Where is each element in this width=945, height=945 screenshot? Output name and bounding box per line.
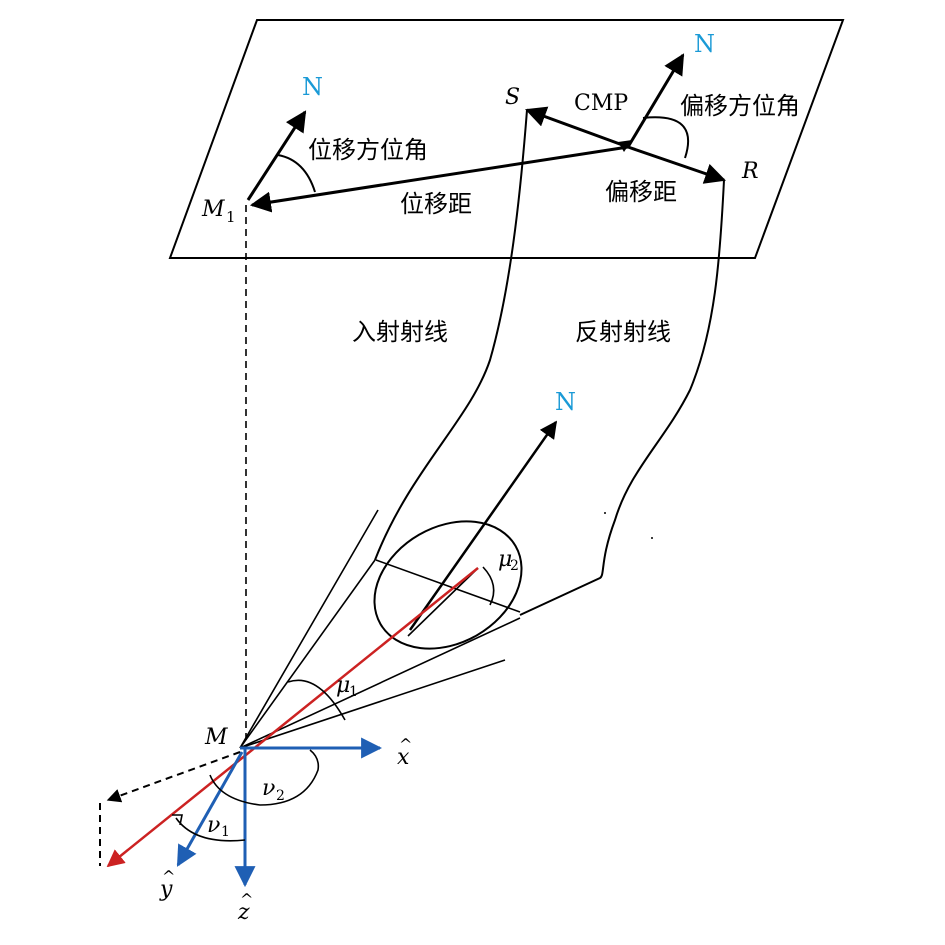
- mu2-arc: [482, 566, 495, 606]
- north-label-m1: N: [302, 73, 323, 101]
- y-hat-caret: ^: [162, 867, 175, 886]
- displacement-azimuth-arc: [277, 154, 316, 193]
- north-label-bottom: N: [555, 388, 576, 416]
- source-label: S: [505, 85, 520, 110]
- displacement-azimuth-label: 位移方位角: [308, 136, 428, 164]
- nu2-subscript: 2: [276, 788, 285, 804]
- incident-ray-curve: [374, 109, 528, 561]
- nu1-subscript: 1: [221, 824, 230, 840]
- reflected-ray-label: 反射射线: [575, 318, 671, 346]
- incident-ray-label: 入射射线: [352, 318, 448, 346]
- cone-line-3: [239, 659, 506, 749]
- nu1-label: ν: [207, 813, 220, 838]
- mu2-subscript: 2: [510, 558, 519, 574]
- mu1-subscript: 1: [349, 684, 358, 700]
- displacement-distance-label: 位移距: [400, 190, 472, 218]
- y-axis: [176, 751, 244, 867]
- m1-label: M: [201, 197, 225, 222]
- cmp-north-arrow: [626, 53, 685, 148]
- mu1-arc: [287, 679, 346, 721]
- cone-normal-arrow: [408, 420, 558, 631]
- x-hat-label: x: [397, 745, 410, 770]
- nu2-label: ν: [262, 776, 275, 801]
- cone-line-2: [239, 559, 376, 749]
- receiver-label: R: [741, 159, 759, 184]
- cmp-label: CMP: [574, 91, 628, 116]
- mu1-label: μ: [336, 673, 350, 698]
- m-label: M: [204, 725, 228, 750]
- offset-arrow-to-s: [525, 106, 629, 149]
- m1-north-arrow: [246, 110, 307, 201]
- cone-base-ellipse: [373, 520, 523, 650]
- cone-base-chord-2: [407, 567, 479, 637]
- cone-base-chord-1: [375, 559, 521, 613]
- offset-azimuth-arc: [642, 116, 690, 159]
- x-hat-caret: ^: [399, 735, 412, 754]
- reflected-ray-curve: [519, 179, 725, 616]
- z-hat-label: z: [237, 900, 250, 925]
- nu2-arc: [209, 749, 320, 806]
- red-ray: [106, 567, 479, 868]
- m1-subscript: 1: [226, 208, 236, 226]
- north-label-cmp: N: [694, 30, 715, 58]
- nu1-arc-tick: [172, 814, 183, 826]
- offset-azimuth-label: 偏移方位角: [680, 92, 800, 120]
- offset-arrow-to-r: [627, 145, 726, 184]
- speck-mark: [604, 512, 606, 514]
- surface-plane: [168, 19, 845, 259]
- cone-line-1: [239, 509, 379, 749]
- mu2-label: μ: [498, 547, 512, 572]
- offset-distance-label: 偏移距: [605, 178, 677, 206]
- cmp-point: [618, 140, 632, 152]
- y-hat-label: y: [159, 877, 173, 902]
- cone-line-4: [239, 617, 521, 749]
- displacement-distance-arrow: [249, 145, 629, 213]
- speck-mark: [651, 537, 653, 539]
- z-hat-caret: ^: [240, 890, 253, 909]
